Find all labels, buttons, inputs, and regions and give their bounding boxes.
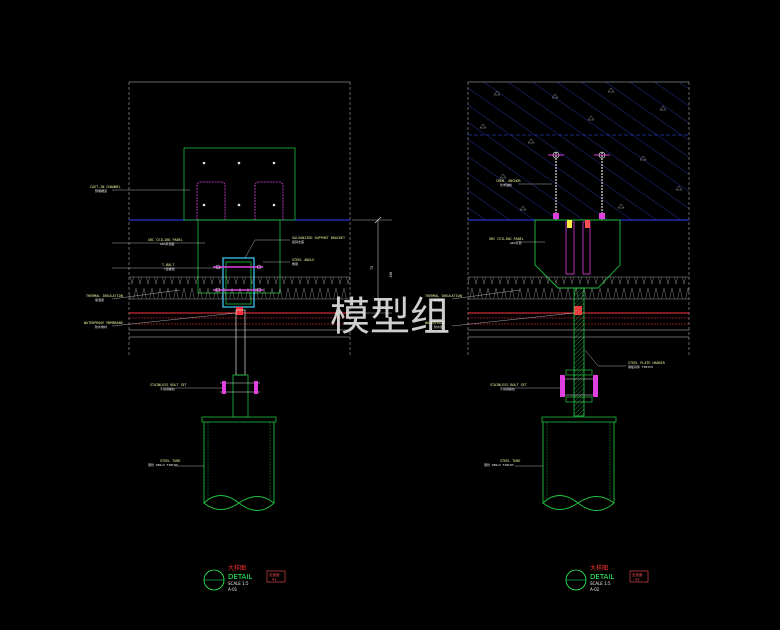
detail-right: CHEM. ANCHOR 化学锚栓 GRC CEILING PANEL GRC吊… [425,81,690,592]
label-waterproof: WATERPROOF MEMBRANE [84,321,123,325]
title-block-right: 大样图 DETAIL SCALE 1:5 A-02 见剖面 A2 [565,564,649,592]
labels-right: CHEM. ANCHOR 化学锚栓 GRC CEILING PANEL GRC吊… [425,179,666,467]
label-tube-right-cn: 钢管 D89x4 FINISH [484,462,514,467]
dimension-value-2: 150 [389,272,393,278]
label-bolt-right-cn: 不锈钢螺栓 [500,386,515,391]
title-main-right: DETAIL [590,573,614,581]
label-plate-hanger-cn: 钢板吊件 FINISH [628,364,653,369]
label-plate-hanger: STEEL PLATE HANGER [628,361,666,365]
leader-lines [111,189,290,467]
label-anchor: CHEM. ANCHOR [496,179,521,183]
label-insulation-cn: 保温层 [95,297,104,302]
hanger-rod [220,309,260,418]
title-top-left: 大样图 [228,564,246,572]
cast-in-channel [183,147,296,221]
label-bracket: GALVANIZED SUPPORT BRACKET [292,236,345,240]
title-sheet-left: A-01 [228,587,238,592]
label-insulation: THERMAL INSULATION [86,294,123,298]
label-angle: STEEL ANGLE [292,258,314,262]
label-insulation-right: THERMAL INSULATION [425,294,462,298]
label-waterproof-right: WATERPROOF [425,321,445,325]
insulation-layer [129,276,350,300]
title-block-left: 大样图 DETAIL SCALE 1:5 A-01 见剖面 A1 [203,564,286,592]
label-grc-right: GRC CEILING PANEL [489,237,524,241]
label-grc-panel: GRC CEILING PANEL [148,238,183,242]
label-bolt-right: STAINLESS BOLT SET [490,383,527,387]
chemical-anchors [548,151,610,220]
title-top-right: 大样图 [590,564,608,572]
label-cast-in-channel-cn: 预埋槽道 [95,188,107,193]
label-anchor-cn: 化学锚栓 [500,182,512,187]
label-bolt-set: STAINLESS BOLT SET [150,383,187,387]
slab-outline-right [467,81,690,355]
hanger-rod-right [560,287,598,417]
label-angle-cn: 角钢 [292,261,298,266]
waterproof-layers [129,307,350,338]
tag-right: 见剖面 [632,572,643,577]
label-cast-in-channel: CAST-IN CHANNEL [90,185,121,189]
label-waterproof-cn: 防水卷材 [95,324,107,329]
title-main-left: DETAIL [228,573,252,581]
label-t-bolt: T-BOLT [162,263,174,267]
detail-left: 75 150 CAST-IN CHANNEL 预埋槽道 GRC CEILING … [84,81,393,592]
label-insulation-right-cn: 保温层 [434,297,443,302]
label-tube-right: STEEL TUBE [500,459,520,463]
watermark-text: 模型组 [330,294,450,340]
label-bracket-cn: 镀锌支座 [292,239,304,244]
tag-ref-left: A1 [272,578,277,582]
tag-ref-right: A2 [635,578,640,582]
labels-left: CAST-IN CHANNEL 预埋槽道 GRC CEILING PANEL G… [84,185,345,467]
steel-tube [201,416,277,511]
label-grc-panel-cn: GRC吊顶板 [160,241,174,246]
tag-left: 见剖面 [269,572,280,577]
title-scale-right: SCALE 1:5 [590,581,611,586]
label-t-bolt-cn: T型螺栓 [164,266,175,271]
title-sheet-right: A-02 [590,587,600,592]
label-grc-right-cn: GRC吊顶 [510,241,521,245]
dimension-line: 75 150 [352,216,393,317]
label-steel-tube: STEEL TUBE [160,459,180,463]
label-waterproof-right-cn: 防水层 [434,324,443,329]
dimension-value-1: 75 [370,266,374,270]
title-scale-left: SCALE 1:5 [228,581,249,586]
label-steel-tube-cn: 钢管 D89x4 FINISH [148,462,178,467]
leader-lines-right [451,183,626,467]
label-bolt-set-cn: 不锈钢螺栓 [160,386,175,391]
steel-tube-right [541,416,617,511]
